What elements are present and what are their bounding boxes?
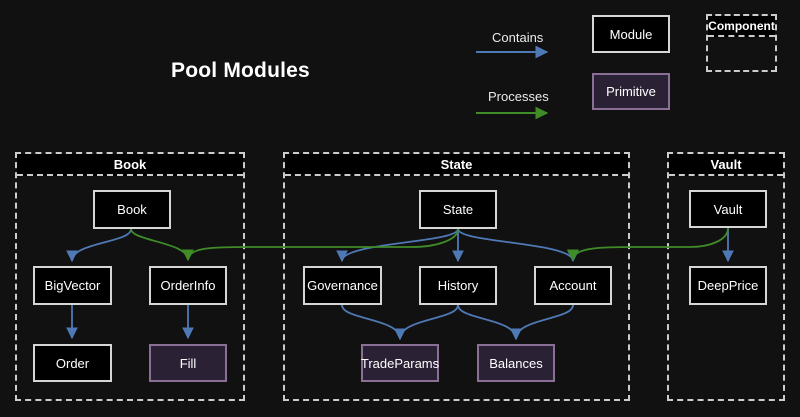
container-vault: Vault bbox=[667, 152, 785, 401]
legend-processes-label: Processes bbox=[488, 89, 549, 104]
node-vault: Vault bbox=[689, 190, 767, 228]
node-balances: Balances bbox=[477, 344, 555, 382]
node-bigvector: BigVector bbox=[33, 266, 112, 305]
node-orderinfo: OrderInfo bbox=[149, 266, 227, 305]
container-state: State bbox=[283, 152, 630, 401]
node-deepprice: DeepPrice bbox=[689, 266, 767, 305]
legend-module-sample: Module bbox=[592, 15, 670, 53]
legend-primitive-label: Primitive bbox=[606, 84, 656, 99]
node-order: Order bbox=[33, 344, 112, 382]
legend-component-sample: Component bbox=[706, 14, 777, 72]
node-book: Book bbox=[93, 190, 171, 229]
legend-primitive-sample: Primitive bbox=[592, 73, 670, 110]
container-vault-header: Vault bbox=[669, 154, 783, 176]
node-fill: Fill bbox=[149, 344, 227, 382]
container-book: Book bbox=[15, 152, 245, 401]
container-book-header: Book bbox=[17, 154, 243, 176]
node-governance: Governance bbox=[303, 266, 382, 305]
node-history: History bbox=[419, 266, 497, 305]
node-state: State bbox=[419, 190, 497, 229]
node-tradeparams: TradeParams bbox=[361, 344, 439, 382]
diagram-title: Pool Modules bbox=[171, 59, 310, 82]
container-state-header: State bbox=[285, 154, 628, 176]
node-account: Account bbox=[534, 266, 612, 305]
legend-contains-label: Contains bbox=[492, 30, 544, 45]
legend-module-label: Module bbox=[609, 26, 653, 42]
legend-component-label: Component bbox=[708, 16, 775, 37]
